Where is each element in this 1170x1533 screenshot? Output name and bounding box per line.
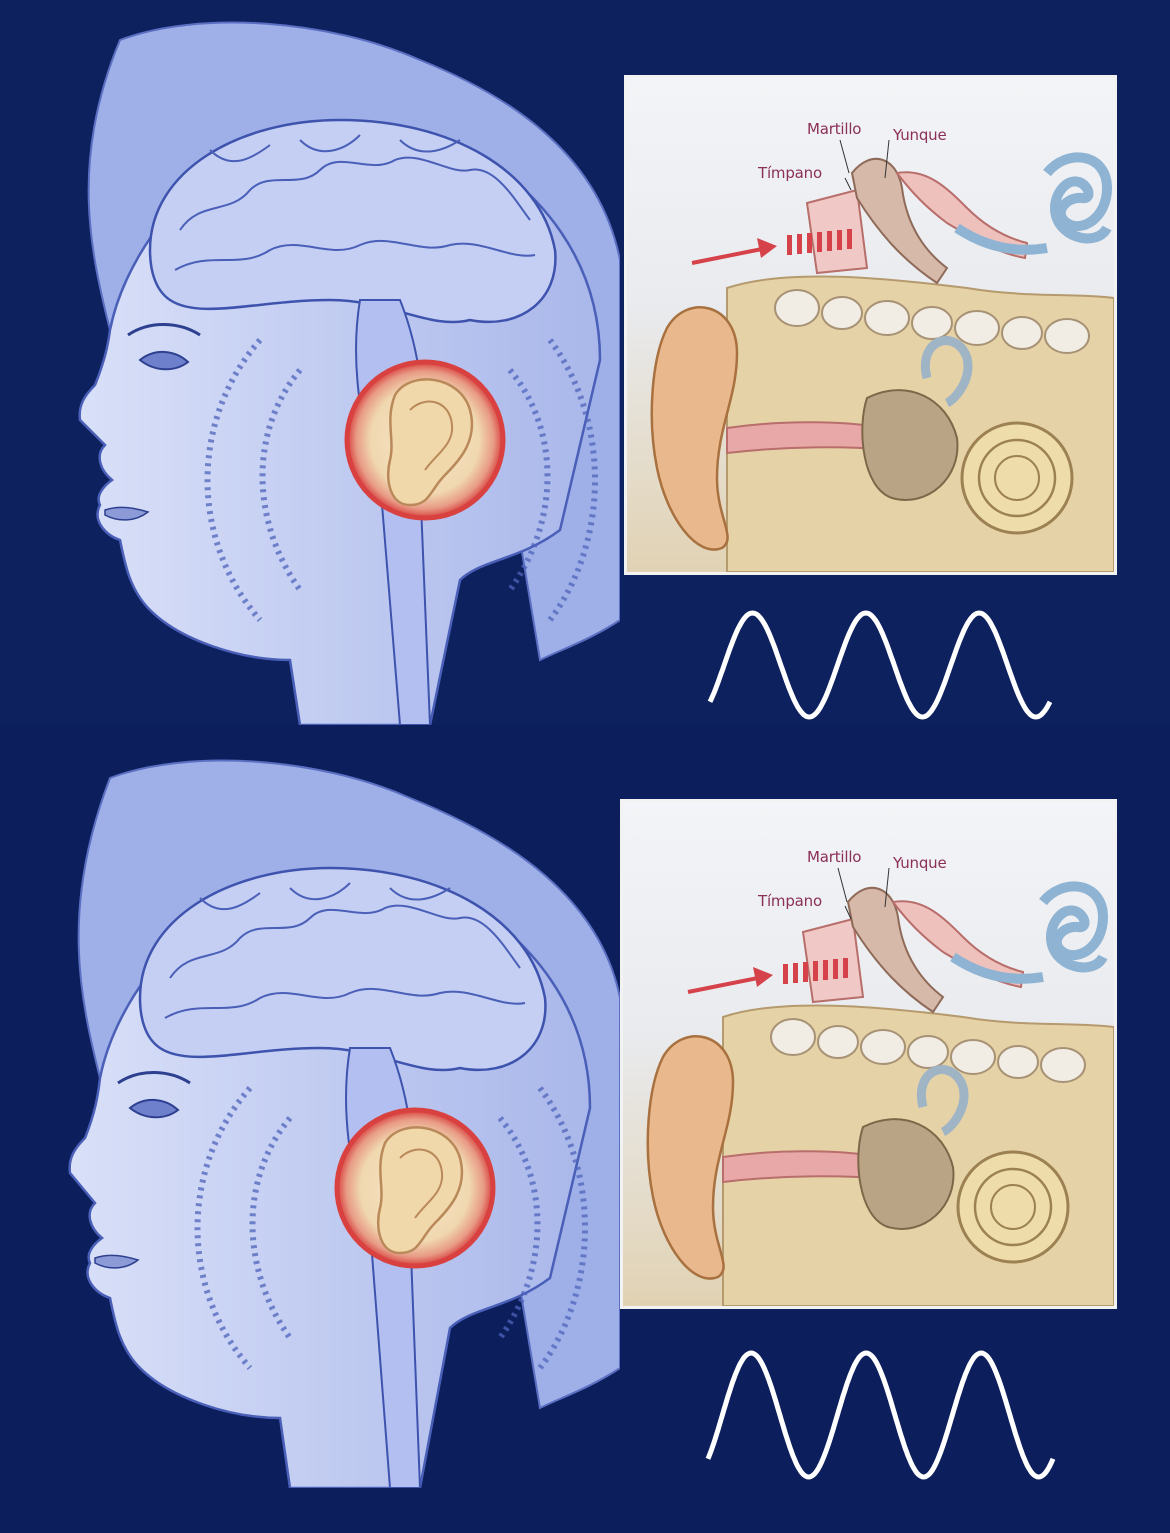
ear-anatomy-inset: Martillo Yunque Tímpano — [620, 799, 1117, 1309]
label-eardrum: Tímpano — [758, 164, 822, 182]
eyebrow-shape — [127, 323, 201, 337]
label-incus: Yunque — [893, 126, 947, 144]
outer-ear — [650, 306, 739, 551]
wave-bottom — [705, 1350, 1056, 1480]
sound-wave-rings — [194, 1086, 588, 1370]
bottom-panel: Martillo Yunque Tímpano — [0, 728, 1170, 1533]
sound-arrow — [691, 229, 852, 265]
sound-arrow — [687, 958, 848, 994]
brain-shape — [138, 866, 547, 1072]
middle-ear — [861, 389, 959, 501]
semicircular-canals — [916, 1065, 969, 1137]
bone-cells — [774, 289, 1090, 354]
eyebrow-shape — [117, 1071, 191, 1085]
eye-shape — [128, 1099, 180, 1119]
sound-wave-graphic — [707, 610, 1053, 720]
brain-folds — [164, 882, 526, 1019]
wave-top — [707, 610, 1053, 720]
ear-anatomy-drawing — [623, 802, 1114, 1306]
sound-wave-rings — [204, 338, 598, 622]
sound-wave-graphic — [705, 1350, 1056, 1480]
ear-shape — [376, 1126, 464, 1255]
ear-shape — [386, 378, 474, 507]
label-malleus: Martillo — [807, 120, 862, 138]
ossicles-diagram — [805, 152, 1113, 285]
eye-shape — [138, 351, 190, 371]
brain-shape — [148, 118, 557, 324]
lips-shape — [94, 1254, 140, 1269]
label-incus: Yunque — [893, 854, 947, 872]
top-panel: Martillo Yunque Tímpano — [0, 0, 1170, 725]
middle-ear — [857, 1118, 955, 1230]
head-profile-illustration — [78, 21, 620, 725]
brain-folds — [174, 134, 536, 271]
semicircular-canals — [920, 336, 973, 408]
label-malleus: Martillo — [807, 848, 862, 866]
lips-shape — [104, 506, 150, 521]
outer-ear — [646, 1035, 735, 1280]
ear-anatomy-drawing — [627, 78, 1114, 572]
bone-cells — [770, 1018, 1086, 1083]
label-eardrum: Tímpano — [758, 892, 822, 910]
ear-anatomy-inset: Martillo Yunque Tímpano — [624, 75, 1117, 575]
head-profile-illustration — [68, 759, 620, 1488]
